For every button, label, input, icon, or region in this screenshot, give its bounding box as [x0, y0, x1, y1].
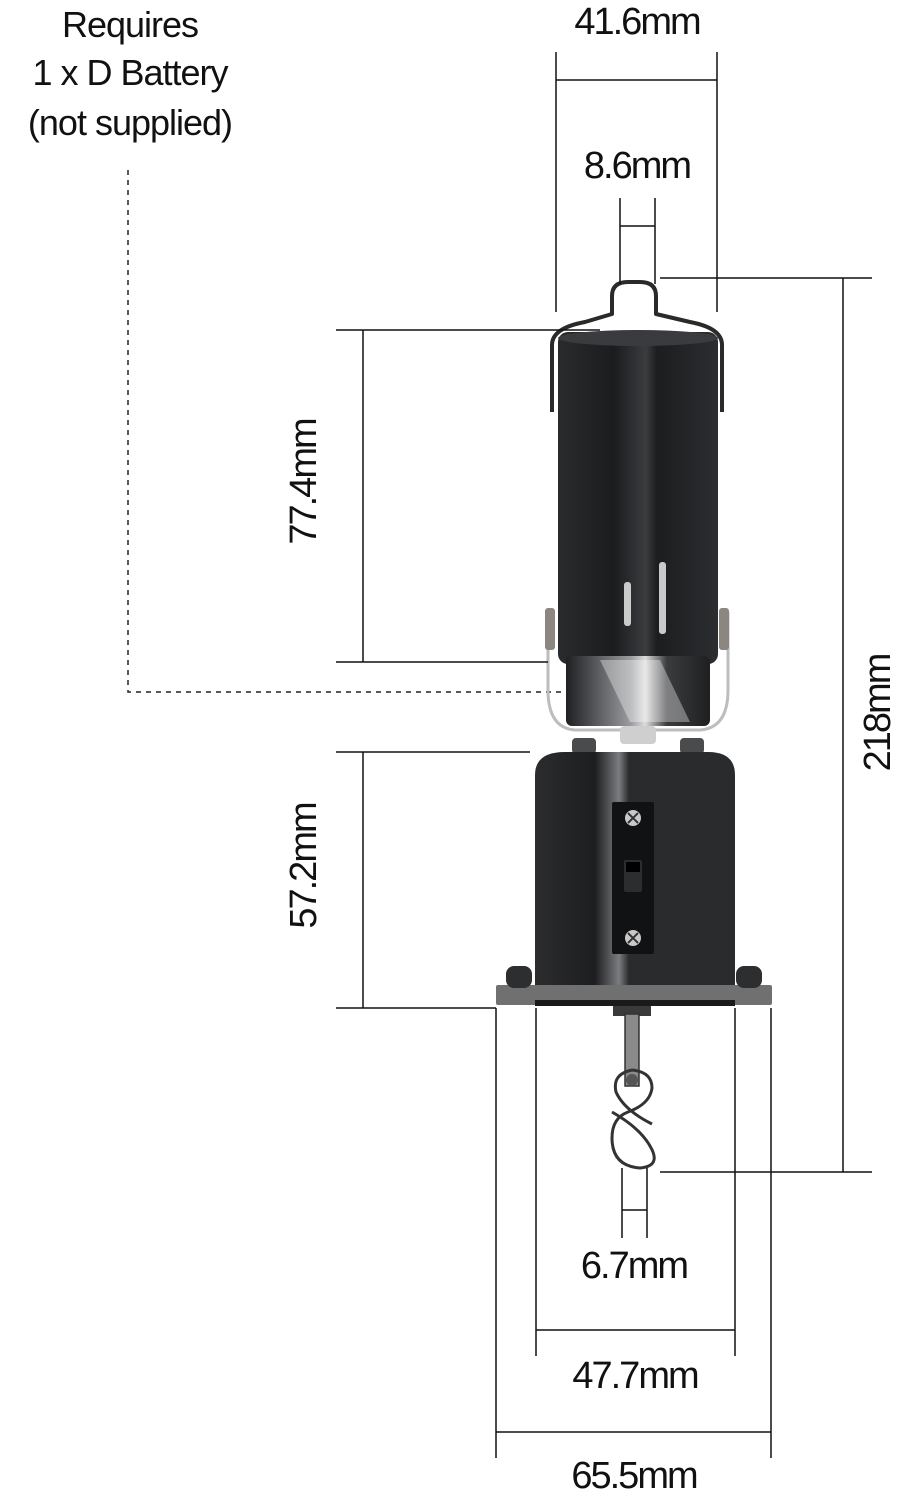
upper-cylinder-top — [558, 330, 718, 346]
shaft-pin-hole — [626, 1074, 638, 1086]
bracket-pivot-right — [719, 608, 729, 650]
battery-note-line-1: Requires — [61, 4, 199, 45]
rotating-ring — [566, 656, 710, 726]
housing-bottom-rim — [535, 1000, 735, 1006]
motor-illustration — [496, 280, 772, 1170]
upper-cylinder — [558, 332, 718, 664]
ring-reflection — [600, 660, 690, 722]
power-switch-knob — [626, 862, 640, 872]
connector-coupling — [620, 726, 656, 744]
base-knob-left — [506, 966, 532, 988]
connector-post-right — [680, 738, 704, 754]
base-knob-right — [736, 966, 762, 988]
dimension-total-height: 218mm — [857, 654, 899, 771]
bracket-pivot-left — [545, 608, 555, 650]
dimension-hook-width: 8.6mm — [584, 145, 690, 187]
dimension-shaft-width: 6.7mm — [581, 1245, 687, 1287]
battery-note-line-3: (not supplied) — [27, 102, 233, 143]
dimension-top-width: 41.6mm — [574, 1, 700, 43]
battery-note-line-2: 1 x D Battery — [32, 52, 228, 93]
highlight-streak — [624, 582, 631, 626]
dimension-housing-width: 47.7mm — [572, 1355, 698, 1397]
dimension-upper-body-height: 77.4mm — [283, 419, 325, 545]
hanger-hook — [550, 280, 724, 412]
dimension-lines — [336, 52, 872, 1458]
screw-cross — [627, 812, 639, 824]
shaft-collar — [613, 1006, 651, 1016]
dimension-lower-body-height: 57.2mm — [283, 803, 325, 929]
battery-leader-dashed-line — [127, 170, 620, 693]
dimension-base-width: 65.5mm — [571, 1455, 697, 1497]
highlight-streak — [659, 562, 666, 634]
screw-cross — [627, 932, 639, 944]
r-clip-pin — [610, 1068, 656, 1170]
connector-post-left — [572, 738, 596, 754]
